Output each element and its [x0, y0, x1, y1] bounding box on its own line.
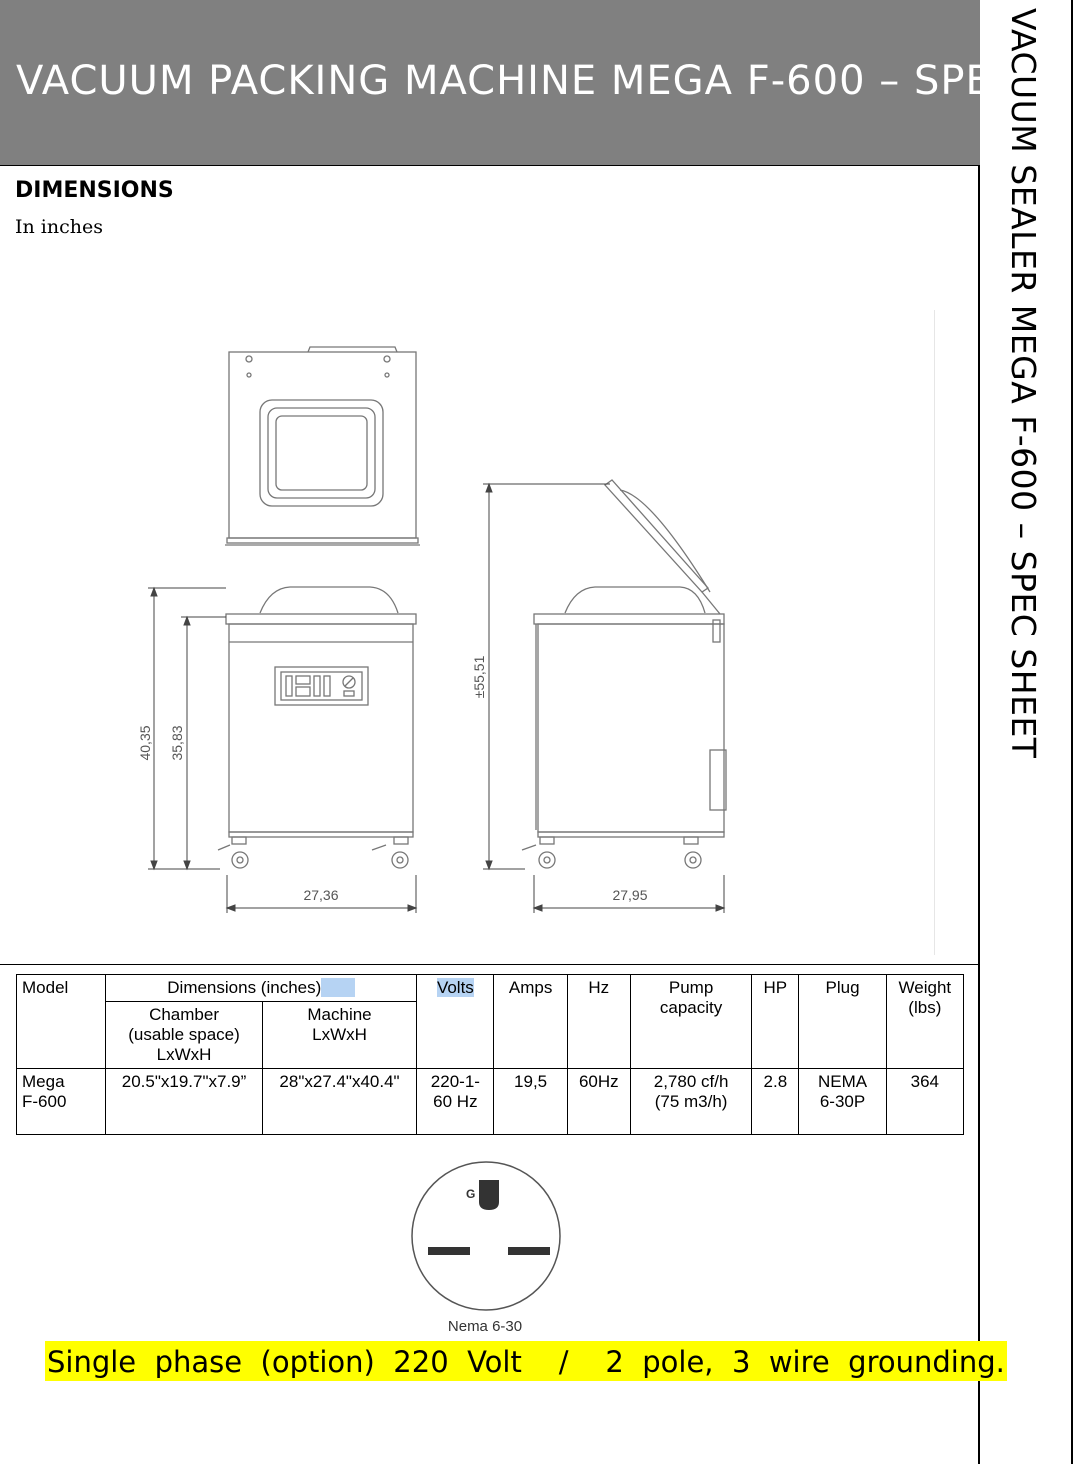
side-open-height-label: ±55,51	[471, 655, 487, 698]
header-dimensions: Dimensions (inches)	[105, 974, 418, 1002]
text-selection-highlight	[321, 978, 356, 997]
header-model: Model	[15, 974, 107, 1069]
dimension-lines	[148, 482, 726, 913]
right-border	[1071, 0, 1073, 1464]
cell-machine: 28"x27.4"x40.4"	[261, 1068, 418, 1135]
cell-volts: 220-1-60 Hz	[416, 1068, 495, 1135]
front-total-height-label: 40,35	[137, 725, 153, 760]
cell-chamber: 20.5"x19.7"x7.9”	[105, 1068, 263, 1135]
cell-pump: 2,780 cf/h(75 m3/h)	[629, 1068, 753, 1135]
nema-plug-icon: G	[411, 1161, 561, 1311]
cell-amps: 19,5	[493, 1068, 568, 1135]
header-plug: Plug	[798, 974, 887, 1069]
page-title: VACUUM PACKING MACHINE MEGA F-600 – SPEC…	[16, 58, 1048, 104]
machine-technical-drawing: 40,35 35,83 27,36 ±55,51 27,95	[137, 346, 727, 913]
dimensions-unit: In inches	[15, 216, 103, 238]
header-volts: Volts	[416, 974, 495, 1069]
ground-label: G	[466, 1187, 475, 1201]
header-weight: Weight(lbs)	[885, 974, 965, 1069]
front-width-label: 27,36	[303, 887, 338, 903]
side-depth-label: 27,95	[612, 887, 647, 903]
table-header-row: Model Dimensions (inches) Volts Amps Hz …	[15, 974, 965, 1069]
cell-weight: 364	[885, 1068, 965, 1135]
header-hp: HP	[751, 974, 800, 1069]
front-view	[217, 586, 417, 869]
section-divider	[0, 964, 980, 965]
side-view	[521, 479, 727, 869]
top-view	[225, 346, 420, 546]
front-body-height-label: 35,83	[169, 725, 185, 760]
side-title: VACUUM SEALER MEGA F-600 – SPEC SHEET	[1004, 8, 1043, 759]
cell-hp: 2.8	[751, 1068, 800, 1135]
side-title-container: VACUUM SEALER MEGA F-600 – SPEC SHEET	[1004, 8, 1054, 1008]
header-banner: VACUUM PACKING MACHINE MEGA F-600 – SPEC…	[0, 0, 1046, 166]
main-column: VACUUM PACKING MACHINE MEGA F-600 – SPEC…	[0, 0, 1046, 1464]
cell-hz: 60Hz	[566, 1068, 631, 1135]
wiring-note: Single phase (option) 220 Volt / 2 pole,…	[45, 1341, 1007, 1381]
header-hz: Hz	[566, 974, 631, 1069]
plug-caption: Nema 6-30	[447, 1318, 523, 1335]
spec-table: Model Dimensions (inches) Volts Amps Hz …	[15, 974, 965, 1135]
drawing-border	[934, 310, 935, 955]
header-chamber: Chamber(usable space)LxWxH	[105, 1001, 263, 1069]
header-amps: Amps	[493, 974, 568, 1069]
dimensions-heading: DIMENSIONS	[15, 178, 174, 203]
